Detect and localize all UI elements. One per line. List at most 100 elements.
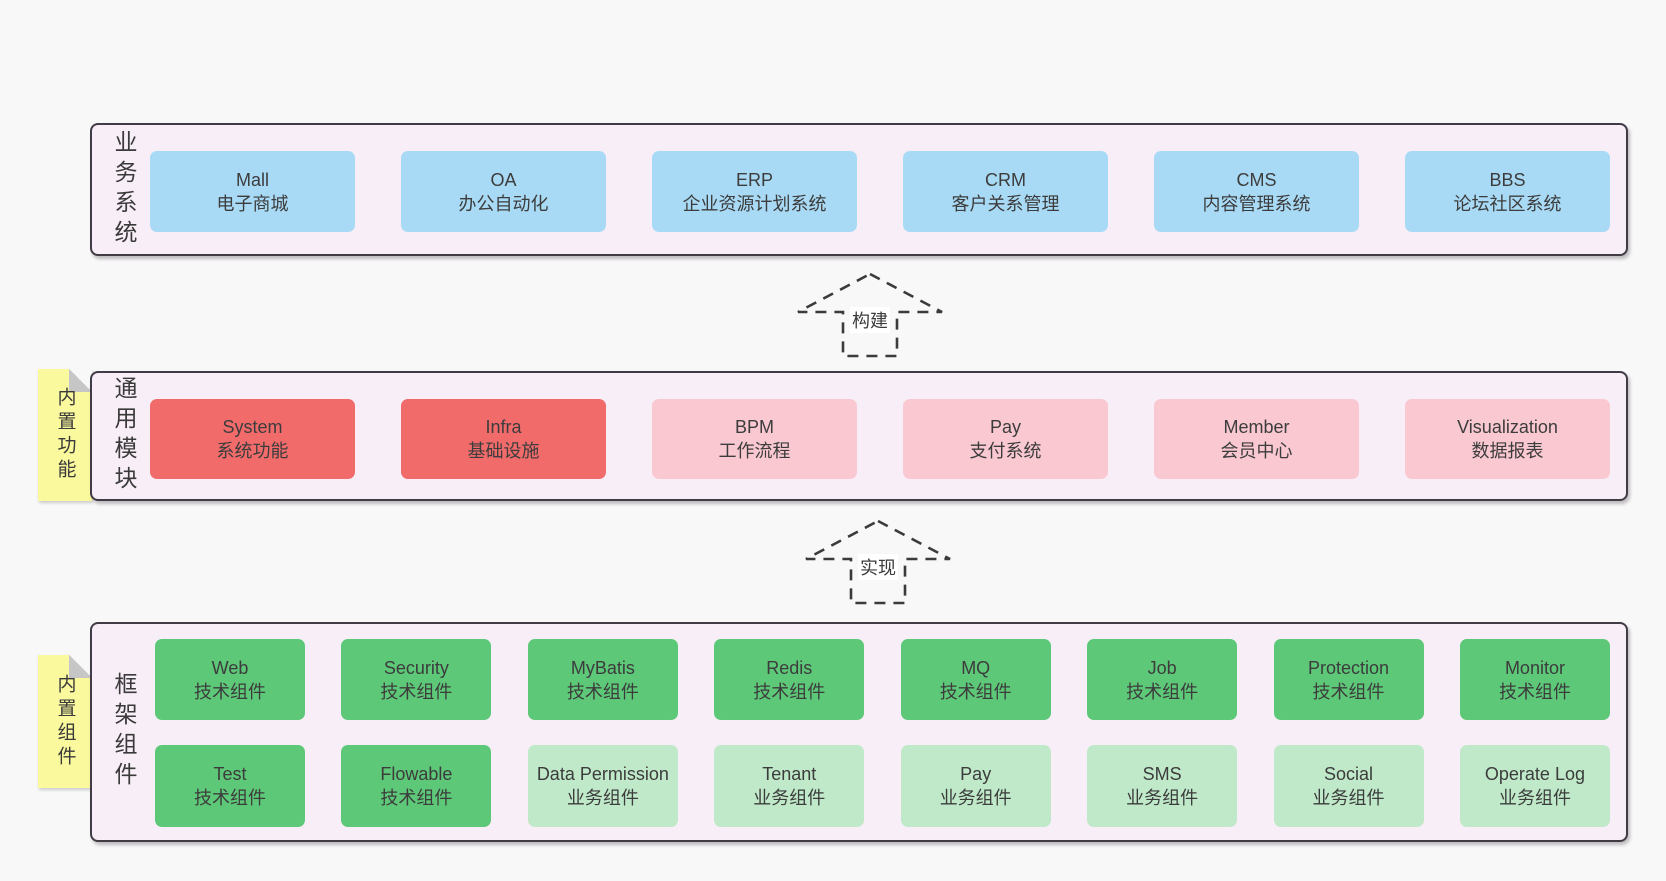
box-name-en: MyBatis <box>570 657 635 678</box>
box-name-en: Tenant <box>762 764 817 784</box>
box-name-zh: 技术组件 <box>194 788 266 808</box>
component-box: Social 业务组件 <box>1273 745 1424 827</box>
box-name-zh: 数据报表 <box>1471 441 1544 461</box>
arrow-label: 实现 <box>858 554 898 580</box>
box-name-en: Visualization <box>1457 417 1558 437</box>
folded-corner-icon <box>69 655 92 678</box>
layer-common-modules: 通用模块 System 系统功能 Infra 基础设施 BPM 工作流程 <box>90 371 1628 501</box>
layer-side-label: 框架组件 <box>111 672 137 792</box>
arrow-label: 构建 <box>850 307 890 333</box>
box-name-en: OA <box>490 169 517 190</box>
box-name-en: Flowable <box>380 764 453 784</box>
layer-side-label: 通用模块 <box>111 376 137 496</box>
box-name-zh: 业务组件 <box>753 788 826 808</box>
box-name-en: Member <box>1223 417 1290 437</box>
component-box: Redis 技术组件 <box>714 639 865 720</box>
system-box: CMS 内容管理系统 <box>1154 151 1359 232</box>
box-name-zh: 技术组件 <box>194 681 266 702</box>
module-box: System 系统功能 <box>150 399 355 479</box>
component-box: Security 技术组件 <box>341 639 492 720</box>
box-name-zh: 论坛社区系统 <box>1453 193 1562 214</box>
component-box: MQ 技术组件 <box>900 639 1051 720</box>
component-box: Protection 技术组件 <box>1273 639 1424 720</box>
component-box: Test 技术组件 <box>155 745 305 827</box>
sticky-note-built-in-features: 内置功能 <box>38 369 92 501</box>
module-box: Infra 基础设施 <box>401 399 606 479</box>
system-box: ERP 企业资源计划系统 <box>652 151 857 232</box>
dashed-up-arrow-icon <box>797 272 943 358</box>
box-name-zh: 业务组件 <box>566 788 639 808</box>
sticky-note-text: 内置功能 <box>54 387 76 483</box>
box-name-en: Pay <box>989 417 1022 437</box>
sticky-note-built-in-components: 内置组件 <box>38 655 92 788</box>
layer-business-systems: 业务系统 Mall 电子商城 OA 办公自动化 ERP 企业资源计划系统 <box>90 123 1628 256</box>
box-name-en: Security <box>383 657 449 678</box>
box-name-en: MQ <box>961 657 991 678</box>
system-box: BBS 论坛社区系统 <box>1405 151 1610 232</box>
folded-corner-icon <box>69 369 92 392</box>
box-name-zh: 办公自动化 <box>458 193 549 214</box>
component-box: Job 技术组件 <box>1087 639 1238 720</box>
system-box: CRM 客户关系管理 <box>903 151 1108 232</box>
layer-framework-components: 框架组件 Web 技术组件 Security 技术组件 MyBatis 技术组件 <box>90 622 1628 842</box>
dashed-up-arrow-icon <box>805 519 951 605</box>
box-name-en: ERP <box>735 169 773 190</box>
module-box: Visualization 数据报表 <box>1405 399 1610 479</box>
box-name-en: BBS <box>1489 169 1526 190</box>
box-name-en: Pay <box>960 764 992 784</box>
component-box: Tenant 业务组件 <box>714 745 865 827</box>
box-name-zh: 企业资源计划系统 <box>682 193 827 214</box>
build-arrow: 构建 <box>795 271 945 359</box>
box-name-zh: 技术组件 <box>380 788 453 808</box>
box-name-zh: 技术组件 <box>1498 681 1571 702</box>
box-name-en: System <box>222 417 283 437</box>
component-box: Web 技术组件 <box>155 639 305 720</box>
implement-arrow: 实现 <box>803 518 953 606</box>
box-name-zh: 业务组件 <box>1312 788 1385 808</box>
module-box: Pay 支付系统 <box>903 399 1108 479</box>
box-name-en: BPM <box>734 417 774 437</box>
box-name-en: Mall <box>235 169 269 190</box>
box-name-en: Monitor <box>1504 657 1565 678</box>
module-box: Member 会员中心 <box>1154 399 1359 479</box>
box-name-zh: 客户关系管理 <box>951 193 1060 214</box>
module-box: BPM 工作流程 <box>652 399 857 479</box>
box-name-zh: 内容管理系统 <box>1202 193 1311 214</box>
box-name-zh: 业务组件 <box>1498 788 1571 808</box>
component-box: Pay 业务组件 <box>900 745 1051 827</box>
box-name-en: Redis <box>766 657 813 678</box>
box-name-en: CRM <box>985 169 1026 190</box>
component-box: Flowable 技术组件 <box>341 745 492 827</box>
box-name-zh: 工作流程 <box>718 441 791 461</box>
box-name-en: Web <box>211 657 249 678</box>
box-name-en: Infra <box>485 417 522 437</box>
layer-side-label: 业务系统 <box>111 129 137 250</box>
box-name-zh: 技术组件 <box>566 681 639 702</box>
box-name-zh: 系统功能 <box>216 441 289 461</box>
business-box-row: Mall 电子商城 OA 办公自动化 ERP 企业资源计划系统 CRM 客户关系… <box>150 151 1610 232</box>
box-name-zh: 业务组件 <box>1126 788 1199 808</box>
component-box-row-1: Web 技术组件 Security 技术组件 MyBatis 技术组件 Redi… <box>155 639 1610 720</box>
box-name-en: Job <box>1147 657 1177 678</box>
box-name-zh: 技术组件 <box>753 681 826 702</box>
box-name-zh: 业务组件 <box>939 788 1012 808</box>
box-name-zh: 基础设施 <box>467 441 540 461</box>
component-box-row-2: Test 技术组件 Flowable 技术组件 Data Permission … <box>155 745 1610 827</box>
box-name-zh: 技术组件 <box>1126 681 1199 702</box>
box-name-zh: 电子商城 <box>216 193 289 214</box>
box-name-en: Operate Log <box>1484 764 1585 784</box>
box-name-en: CMS <box>1236 169 1277 190</box>
component-box: Data Permission 业务组件 <box>527 745 678 827</box>
box-name-en: Social <box>1324 764 1374 784</box>
box-name-zh: 会员中心 <box>1220 441 1293 461</box>
box-name-en: SMS <box>1142 764 1182 784</box>
box-name-zh: 技术组件 <box>1312 681 1385 702</box>
component-box: Operate Log 业务组件 <box>1459 745 1610 827</box>
component-box: MyBatis 技术组件 <box>527 639 678 720</box>
box-name-en: Protection <box>1308 657 1390 678</box>
box-name-en: Data Permission <box>536 764 669 784</box>
system-box: OA 办公自动化 <box>401 151 606 232</box>
module-box-row: System 系统功能 Infra 基础设施 BPM 工作流程 Pay 支付系统 <box>150 399 1610 479</box>
component-box: Monitor 技术组件 <box>1459 639 1610 720</box>
